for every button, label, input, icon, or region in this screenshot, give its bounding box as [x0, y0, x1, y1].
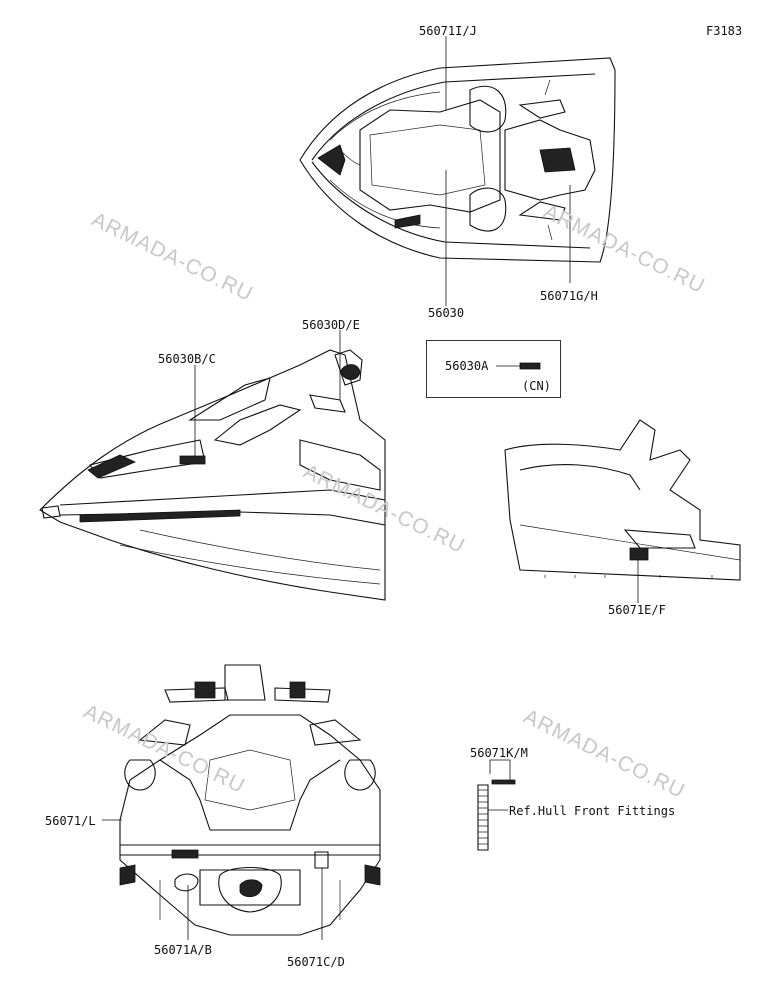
- label-56071ef: 56071E/F: [608, 603, 666, 617]
- label-56030a: 56030A: [445, 359, 489, 373]
- label-56071l: 56071/L: [45, 814, 96, 828]
- label-56071ij: 56071I/J: [419, 24, 477, 38]
- label-56030bc: 56030B/C: [158, 352, 216, 366]
- side-view-watercraft: [39, 349, 386, 601]
- cn-note-box: [426, 340, 561, 398]
- rear-view-watercraft: [119, 664, 381, 936]
- cn-label-icon: [519, 362, 541, 370]
- top-view-watercraft: [299, 57, 616, 263]
- label-56071ab: 56071A/B: [154, 943, 212, 957]
- kit-detail: [477, 779, 516, 851]
- rear-side-detail: [504, 419, 741, 581]
- label-cn: (CN): [522, 379, 551, 393]
- label-56030: 56030: [428, 306, 465, 320]
- label-56030de: 56030D/E: [302, 318, 360, 332]
- leader-lines: [102, 36, 639, 940]
- label-ref-note: Ref.Hull Front Fittings: [509, 804, 676, 818]
- label-56071km: 56071K/M: [470, 746, 528, 760]
- label-56071gh: 56071G/H: [540, 289, 598, 303]
- label-56071cd: 56071C/D: [287, 955, 345, 969]
- figure-code: F3183: [706, 24, 743, 38]
